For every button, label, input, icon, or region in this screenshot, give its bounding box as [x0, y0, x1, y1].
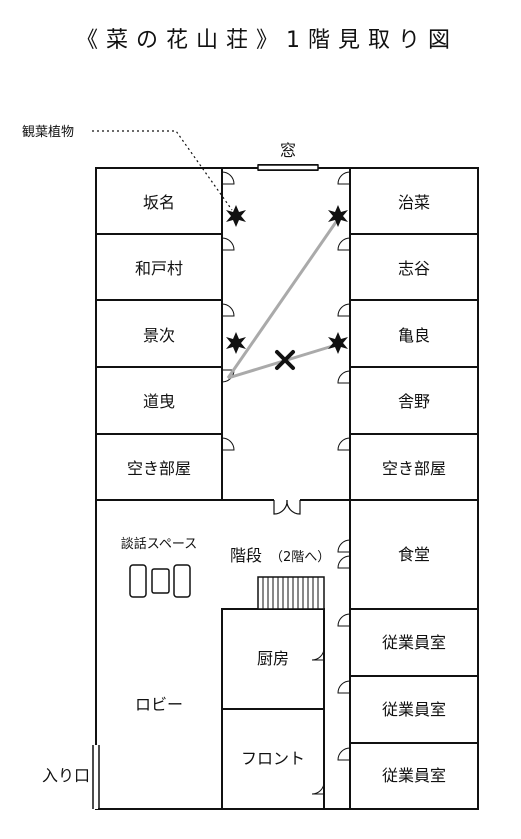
room-left-1: 坂名: [143, 193, 175, 212]
kitchen-front-doors: [311, 647, 325, 795]
plant-icon: [226, 205, 246, 227]
floor-plan-title: 《菜の花山荘》1階見取り図: [76, 28, 458, 53]
stairs-note: （2階へ）: [270, 550, 330, 565]
room-left-3: 景次: [143, 326, 175, 345]
staff-room-1: 従業員室: [382, 633, 446, 652]
plant-icon: [328, 332, 348, 354]
sightline-1: [226, 221, 338, 379]
room-right-2: 志谷: [398, 259, 430, 278]
front-desk-label: フロント: [241, 749, 305, 768]
kitchen-label: 厨房: [257, 649, 289, 668]
lounge-furniture: [129, 564, 191, 598]
room-left-4: 道曳: [143, 392, 175, 411]
lobby-label: ロビー: [135, 695, 183, 714]
room-right-5: 空き部屋: [382, 459, 446, 478]
lounge-label: 談話スペース: [121, 536, 197, 552]
room-right-4: 舎野: [398, 392, 430, 411]
window: [257, 164, 319, 171]
callout-label: 観葉植物: [22, 125, 74, 140]
x-mark-icon: [275, 350, 295, 370]
plant-icon: [328, 205, 348, 227]
room-left-5: 空き部屋: [127, 459, 191, 478]
window-label: 窓: [280, 141, 296, 160]
room-right-3: 亀良: [398, 326, 430, 345]
room-left-2: 和戸村: [135, 259, 183, 278]
right-room-doors: [337, 171, 351, 761]
dining-label: 食堂: [398, 545, 430, 564]
entrance-door: [92, 745, 100, 809]
stairs-label: 階段: [230, 546, 262, 565]
staff-room-2: 従業員室: [382, 700, 446, 719]
entrance-label: 入り口: [42, 766, 90, 785]
room-right-1: 治菜: [398, 193, 430, 212]
plant-icon: [226, 332, 246, 354]
staff-room-3: 従業員室: [382, 766, 446, 785]
stairs-graphic: [257, 576, 325, 610]
lobby-double-door: [273, 499, 301, 515]
